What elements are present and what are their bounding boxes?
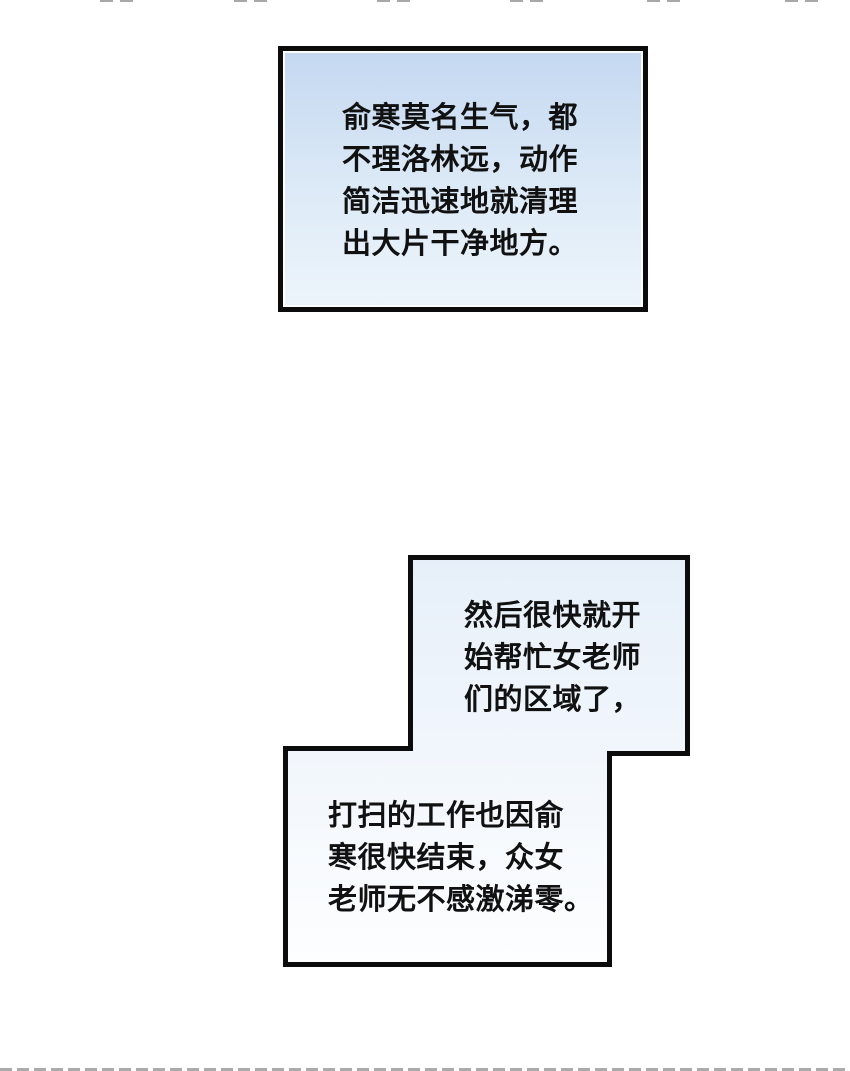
narration-box-1 <box>278 46 648 312</box>
top-edge-dash <box>234 0 247 2</box>
top-edge-dash <box>785 0 798 2</box>
top-edge-dash <box>100 0 113 2</box>
top-edge-dash <box>667 0 680 2</box>
narration-text-2: 然后很快就开 始帮忙女老师 们的区域了， <box>464 598 642 716</box>
top-edge-dash <box>120 0 133 2</box>
top-edge-dash <box>254 0 267 2</box>
top-edge-dash <box>530 0 543 2</box>
top-edge-dash <box>377 0 390 2</box>
top-edge-dash <box>805 0 818 2</box>
top-edge-dash <box>510 0 523 2</box>
narration-text-1: 俞寒莫名生气，都 不理洛林远，动作 简洁迅速地就清理 出大片干净地方。 <box>342 100 579 260</box>
top-edge-dash <box>647 0 660 2</box>
bottom-edge-glyph-remnants <box>0 1068 850 1071</box>
top-edge-dash <box>397 0 410 2</box>
narration-text-3: 打扫的工作也因俞 寒很快结束，众女 老师无不感激涕零。 <box>328 798 594 916</box>
